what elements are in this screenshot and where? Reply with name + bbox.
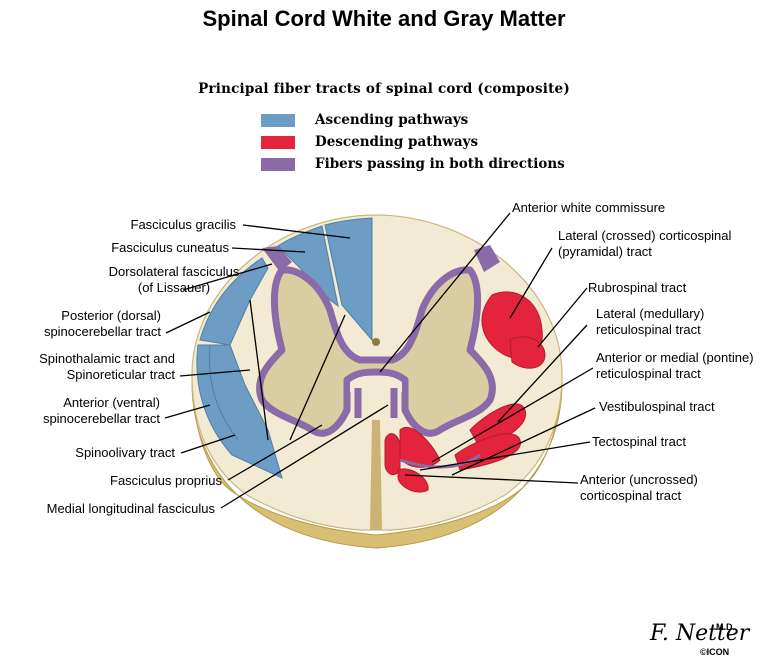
legend-ascending: Ascending pathways [261, 112, 468, 128]
label-medial-longitudinal: Medial longitudinal fasciculus [47, 501, 216, 516]
spinothalamic-outline [208, 344, 239, 441]
legend-both: Fibers passing in both directions [261, 156, 565, 172]
label-vestibulospinal: Vestibulospinal tract [599, 399, 715, 414]
left-leader-lines [164, 224, 389, 509]
commissure-posts [354, 388, 398, 418]
legend-descending: Descending pathways [261, 134, 478, 150]
label-dorsolateral-fasciculus: Dorsolateral fasciculus [109, 264, 240, 279]
posterior-spinocerebellar-region [199, 257, 269, 346]
label-rubrospinal: Rubrospinal tract [588, 280, 687, 295]
dorsolateral-fasciculus-right [474, 245, 500, 272]
label-anterior-corticospinal: Anterior (uncrossed) [580, 472, 698, 487]
purple-boundary-right [399, 453, 481, 469]
rubrospinal-region [509, 336, 546, 369]
legend-label-both: Fibers passing in both directions [315, 156, 565, 172]
fasciculus-gracilis-region [324, 217, 373, 342]
label-lateral-reticulospinal: Lateral (medullary) [596, 306, 704, 321]
label-posterior-spinocerebellar-2: spinocerebellar tract [44, 324, 161, 339]
label-anterior-reticulospinal: Anterior or medial (pontine) [596, 350, 754, 365]
label-dorsolateral-fasciculus-2: (of Lissauer) [138, 280, 210, 295]
legend-swatch-descending [261, 135, 295, 149]
label-anterior-white-commissure: Anterior white commissure [512, 200, 665, 215]
signature-mark: ©ICON [700, 647, 729, 657]
signature-suffix: M.D. [716, 622, 735, 632]
page-title: Spinal Cord White and Gray Matter [202, 6, 566, 31]
label-tectospinal: Tectospinal tract [592, 434, 686, 449]
label-anterior-spinocerebellar: Anterior (ventral) [63, 395, 160, 410]
label-spinothalamic-2: Spinoreticular tract [67, 367, 176, 382]
label-lateral-reticulospinal-2: reticulospinal tract [596, 322, 701, 337]
legend-swatch-both [261, 157, 295, 171]
label-anterior-spinocerebellar-2: spinocerebellar tract [43, 411, 160, 426]
label-fasciculus-proprius: Fasciculus proprius [110, 473, 222, 488]
tectospinal-region [384, 433, 401, 476]
legend-label-ascending: Ascending pathways [315, 112, 469, 128]
label-lateral-corticospinal: Lateral (crossed) corticospinal [558, 228, 732, 243]
anterior-median-fissure [370, 420, 382, 530]
label-fasciculus-gracilis: Fasciculus gracilis [131, 217, 237, 232]
label-spinothalamic: Spinothalamic tract and [39, 351, 175, 366]
cord-rim [191, 374, 563, 549]
right-leader-lines [379, 212, 596, 484]
diagram-subtitle: Principal fiber tracts of spinal cord (c… [198, 81, 570, 97]
label-spinoolivary: Spinoolivary tract [75, 445, 175, 460]
central-canal [372, 338, 380, 346]
label-anterior-reticulospinal-2: reticulospinal tract [596, 366, 701, 381]
label-posterior-spinocerebellar: Posterior (dorsal) [61, 308, 161, 323]
label-lateral-corticospinal-2: (pyramidal) tract [558, 244, 652, 259]
signature-name: F. Netter [649, 621, 751, 646]
netter-signature: F. Netter M.D. ©ICON [649, 621, 751, 657]
anterolateral-ascending-region [196, 344, 283, 479]
anterior-white-commissure-region [350, 382, 402, 392]
legend-label-descending: Descending pathways [315, 134, 479, 150]
label-anterior-corticospinal-2: corticospinal tract [580, 488, 682, 503]
legend-swatch-ascending [261, 113, 295, 127]
label-fasciculus-cuneatus: Fasciculus cuneatus [111, 240, 229, 255]
dorsolateral-fasciculus-region [262, 246, 292, 272]
gray-matter [256, 266, 496, 437]
